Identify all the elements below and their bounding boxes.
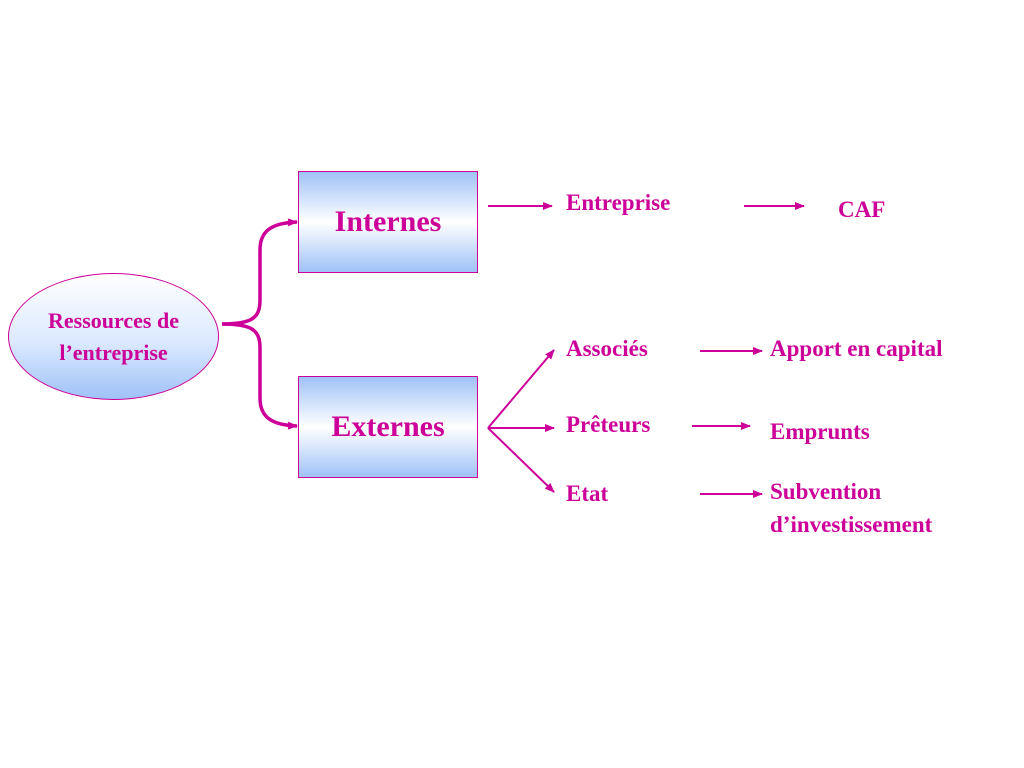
arrow-line <box>487 349 555 429</box>
brace-line <box>221 218 298 326</box>
root-node: Ressources de l’entreprise <box>8 273 219 400</box>
arrow-line <box>487 427 555 493</box>
source-entreprise: Entreprise <box>566 190 671 215</box>
result-emprunts: Emprunts <box>770 419 870 444</box>
result-subvention-line2: d’investissement <box>770 512 933 537</box>
internes-box: Internes <box>298 171 478 273</box>
externes-box: Externes <box>298 376 478 478</box>
source-etat: Etat <box>566 481 609 506</box>
result-apport-capital: Apport en capital <box>770 336 943 361</box>
externes-label: Externes <box>331 410 445 443</box>
source-preteurs: Prêteurs <box>566 412 651 437</box>
internes-label: Internes <box>334 205 442 238</box>
root-label-line1: Ressources de <box>48 307 179 333</box>
root-label-line2: l’entreprise <box>59 339 168 365</box>
result-caf: CAF <box>838 197 886 222</box>
result-subvention-line1: Subvention <box>770 479 882 504</box>
source-associes: Associés <box>566 336 648 361</box>
brace-line <box>221 322 298 430</box>
